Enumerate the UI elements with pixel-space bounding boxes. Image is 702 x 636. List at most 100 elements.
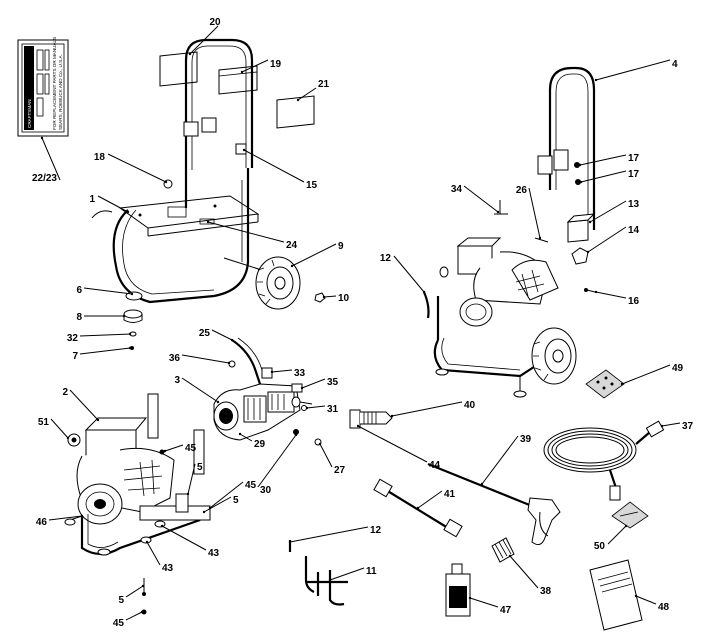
leader-tip-43b: [145, 540, 149, 544]
leader-tip-10: [322, 295, 326, 299]
callout-label-33: 33: [294, 368, 306, 379]
foot-8: [123, 309, 143, 323]
oring-31: [301, 405, 307, 411]
callout-label-20: 20: [209, 17, 221, 28]
callout-label-4: 4: [672, 59, 678, 70]
leader-line-11: [329, 567, 365, 581]
leader-tip-6: [130, 292, 134, 296]
parts-bag-50: [611, 501, 649, 529]
callout-label-5a: 5: [197, 462, 203, 473]
leader-line-13: [589, 200, 627, 223]
leader-tip-5b: [202, 510, 206, 514]
nozzle-44-40: [349, 409, 393, 429]
callout-label-27: 27: [334, 465, 346, 476]
cap-15: [235, 143, 247, 155]
leader-line-50: [607, 525, 627, 545]
leader-line-14: [587, 226, 627, 253]
leader-line-46: [48, 515, 83, 521]
leader-tip-37: [660, 424, 664, 428]
nozzle-38: [491, 537, 515, 563]
leader-line-43b: [146, 541, 161, 566]
decal-brand-text: CRAFTSMAN: [27, 99, 32, 128]
callout-label-16: 16: [628, 296, 640, 307]
leader-line-6: [83, 287, 133, 295]
foot-43b: [140, 536, 152, 544]
plug-30: [293, 429, 299, 435]
leader-tip-13: [588, 220, 592, 224]
callout-label-15: 15: [306, 180, 318, 191]
callout-label-36: 36: [169, 353, 181, 364]
extension-wand-41: [373, 478, 463, 538]
decal-19: [218, 65, 258, 95]
leader-tip-3: [216, 400, 220, 404]
callout-label-30: 30: [260, 485, 272, 496]
leader-tip-49: [620, 382, 624, 386]
leader-line-43a: [161, 525, 207, 551]
leader-line-36: [181, 354, 230, 364]
callout-label-19: 19: [270, 59, 282, 70]
leader-line-7: [79, 347, 131, 355]
leader-line-4: [595, 59, 671, 81]
leader-line-38: [509, 555, 539, 589]
leader-line-34: [463, 185, 499, 213]
callout-label-41: 41: [444, 489, 456, 500]
leader-tip-44: [356, 424, 360, 428]
leader-tip-26: [538, 236, 542, 240]
callout-label-37: 37: [682, 421, 694, 432]
leader-tip-16: [594, 290, 598, 294]
leader-tip-31: [305, 406, 309, 410]
leader-line-9: [291, 243, 337, 267]
leader-line-47: [469, 597, 499, 608]
leader-tip-41: [416, 506, 420, 510]
leader-tip-48: [634, 594, 638, 598]
leader-tip-39: [480, 482, 484, 486]
callout-label-48: 48: [658, 602, 670, 613]
leader-line-20: [189, 25, 219, 55]
callout-label-10: 10: [338, 293, 350, 304]
spray-wand-39: [427, 461, 561, 546]
leader-tip-40: [390, 414, 394, 418]
leader-line-26: [528, 187, 541, 239]
callout-label-22_23: 22/23: [32, 173, 57, 184]
leader-tip-14: [586, 250, 590, 254]
callout-label-46: 46: [36, 517, 48, 528]
leader-tip-50: [624, 524, 628, 528]
leader-line-35: [301, 378, 326, 389]
leader-line-33: [271, 369, 293, 373]
leader-line-24: [207, 221, 285, 243]
leader-tip-4: [594, 78, 598, 82]
leader-line-12a: [393, 255, 425, 293]
decal-line1: FOR REPLACEMENT PARTS OR MANUALS: [52, 37, 57, 130]
bushing-14: [571, 247, 589, 265]
leader-line-44: [357, 425, 428, 463]
foot-43a: [154, 520, 166, 528]
oil-bottle-47: [445, 563, 471, 617]
leader-tip-45c: [140, 610, 144, 614]
leader-tip-25: [230, 338, 234, 342]
callout-label-11: 11: [366, 566, 377, 577]
leader-tip-19: [240, 70, 244, 74]
leader-tip-1: [126, 210, 130, 214]
leader-tip-12b: [288, 540, 292, 544]
knob-17b: [575, 179, 581, 185]
leader-tip-51: [66, 436, 70, 440]
leader-tip-30: [294, 433, 298, 437]
leader-line-32: [79, 333, 131, 337]
fitting-33: [261, 367, 273, 379]
leader-tip-17a: [578, 163, 582, 167]
leader-tip-45a: [163, 449, 167, 453]
cart-frame: [91, 38, 269, 304]
callout-label-40: 40: [464, 400, 476, 411]
callout-label-34: 34: [451, 184, 463, 195]
callout-label-8: 8: [76, 312, 82, 323]
callout-label-9: 9: [338, 241, 344, 252]
callout-label-7: 7: [72, 351, 78, 362]
callout-label-49: 49: [672, 363, 684, 374]
callout-label-12b: 12: [370, 525, 382, 536]
callout-label-35: 35: [327, 377, 339, 388]
leader-line-51: [50, 418, 69, 439]
pump-subassembly: [213, 383, 313, 441]
leader-tip-9: [290, 264, 294, 268]
callout-label-31: 31: [327, 404, 339, 415]
